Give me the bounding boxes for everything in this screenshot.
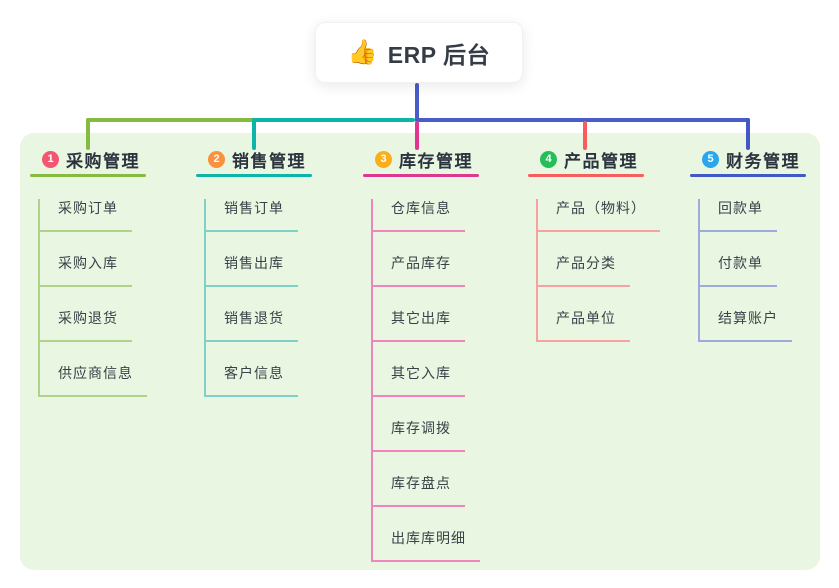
branch-children: 回款单付款单结算账户: [698, 199, 792, 342]
child-node[interactable]: 采购入库: [40, 254, 132, 287]
connector-drop-2: [252, 118, 256, 150]
child-label: 其它入库: [391, 365, 451, 381]
child-node[interactable]: 采购退货: [40, 309, 132, 342]
child-node[interactable]: 产品库存: [373, 254, 465, 287]
branch-children: 销售订单销售出库销售退货客户信息: [204, 199, 298, 397]
branch-number-badge: 5: [702, 150, 719, 168]
branch-node[interactable]: 1 采购管理: [42, 149, 140, 171]
connector-drop-1: [86, 118, 90, 150]
child-label: 销售退货: [224, 310, 284, 326]
child-label: 其它出库: [391, 310, 451, 326]
branch-node[interactable]: 4 产品管理: [540, 149, 638, 171]
child-label: 仓库信息: [391, 200, 451, 216]
branch-node[interactable]: 5 财务管理: [702, 149, 800, 171]
child-label: 库存盘点: [391, 475, 451, 491]
child-label: 销售出库: [224, 255, 284, 271]
child-node[interactable]: 客户信息: [206, 364, 298, 397]
child-node[interactable]: 库存调拨: [373, 419, 465, 452]
branch-title: 采购管理: [66, 151, 140, 171]
child-label: 付款单: [718, 255, 763, 271]
child-node[interactable]: 出库库明细: [373, 529, 480, 562]
connector-bus-segment-2: [252, 118, 415, 122]
child-label: 采购入库: [58, 255, 118, 271]
child-node[interactable]: 供应商信息: [40, 364, 147, 397]
branch-underline: [30, 174, 146, 177]
child-label: 回款单: [718, 200, 763, 216]
branch-title: 库存管理: [399, 151, 473, 171]
branch-children: 仓库信息产品库存其它出库其它入库库存调拨库存盘点出库库明细: [371, 199, 480, 562]
child-label: 采购订单: [58, 200, 118, 216]
child-label: 销售订单: [224, 200, 284, 216]
child-label: 产品单位: [556, 310, 616, 326]
child-label: 出库库明细: [391, 530, 466, 546]
child-label: 结算账户: [718, 310, 778, 326]
connector-drop-5: [746, 118, 750, 150]
child-label: 产品库存: [391, 255, 451, 271]
branch: 4 产品管理 产品（物料） 产品分类产品单位: [528, 149, 660, 342]
thumbs-up-icon: 👍: [347, 38, 378, 66]
branch-title: 财务管理: [726, 151, 800, 171]
child-node[interactable]: 产品分类: [538, 254, 630, 287]
branch-children: 采购订单采购入库采购退货供应商信息: [38, 199, 147, 397]
root-title: ERP 后台: [387, 41, 491, 68]
connector-drop-4: [583, 121, 587, 150]
branch-number-badge: 4: [540, 150, 557, 168]
child-node[interactable]: 销售订单: [206, 199, 298, 232]
child-node[interactable]: 其它入库: [373, 364, 465, 397]
branch-node[interactable]: 3 库存管理: [375, 149, 473, 171]
branch-number-badge: 3: [375, 150, 392, 168]
branch-node[interactable]: 2 销售管理: [208, 149, 306, 171]
branch: 2 销售管理 销售订单销售出库销售退货客户信息: [196, 149, 312, 397]
branches-panel: [20, 133, 820, 570]
child-label: 采购退货: [58, 310, 118, 326]
branch-title: 产品管理: [564, 151, 638, 171]
child-node[interactable]: 回款单: [700, 199, 777, 232]
branch-underline: [690, 174, 806, 177]
connector-drop-3: [415, 121, 419, 150]
child-node[interactable]: 其它出库: [373, 309, 465, 342]
child-node[interactable]: 仓库信息: [373, 199, 465, 232]
child-node[interactable]: 付款单: [700, 254, 777, 287]
child-label: 客户信息: [224, 365, 284, 381]
child-node[interactable]: 销售出库: [206, 254, 298, 287]
child-node[interactable]: 结算账户: [700, 309, 792, 342]
branch-underline: [363, 174, 479, 177]
child-node[interactable]: 销售退货: [206, 309, 298, 342]
child-label: 产品（物料）: [556, 200, 646, 216]
branch: 5 财务管理 回款单付款单结算账户: [690, 149, 806, 342]
root-node-erp[interactable]: 👍 ERP 后台: [315, 22, 523, 83]
child-node[interactable]: 采购订单: [40, 199, 132, 232]
connector-bus-segment-3: [415, 118, 750, 122]
child-node[interactable]: 产品单位: [538, 309, 630, 342]
branch-underline: [196, 174, 312, 177]
branch-title: 销售管理: [232, 151, 306, 171]
child-label: 库存调拨: [391, 420, 451, 436]
child-label: 供应商信息: [58, 365, 133, 381]
child-node[interactable]: 产品（物料）: [538, 199, 660, 232]
connector-trunk-vertical: [415, 83, 419, 122]
connector-bus-segment-1: [86, 118, 256, 122]
branch: 1 采购管理 采购订单采购入库采购退货供应商信息: [30, 149, 147, 397]
child-label: 产品分类: [556, 255, 616, 271]
branch-underline: [528, 174, 644, 177]
branch-number-badge: 2: [208, 150, 225, 168]
child-node[interactable]: 库存盘点: [373, 474, 465, 507]
branch-number-badge: 1: [42, 150, 59, 168]
branch: 3 库存管理 仓库信息产品库存其它出库其它入库库存调拨库存盘点出库库明细: [363, 149, 480, 562]
branch-children: 产品（物料） 产品分类产品单位: [536, 199, 660, 342]
